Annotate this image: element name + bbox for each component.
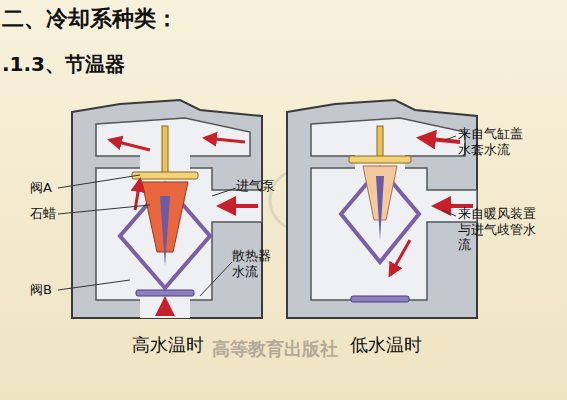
part-label: 阀A xyxy=(30,180,70,196)
leader-line xyxy=(58,205,150,214)
upper-passage xyxy=(311,118,465,156)
valve-b-disc xyxy=(351,296,409,302)
flow-arrow xyxy=(135,180,140,210)
push-rod xyxy=(160,196,170,266)
valve-b-frame xyxy=(120,184,210,288)
upper-passage xyxy=(96,118,250,156)
slide-title: 二、冷却系种类： xyxy=(2,6,262,32)
view-caption: 低水温时 xyxy=(350,334,440,356)
leader-line xyxy=(58,175,140,188)
flow-arrow xyxy=(110,140,150,150)
valve-a-stem xyxy=(162,126,168,176)
part-label: 阀B xyxy=(30,282,70,298)
flow-arrow xyxy=(220,204,258,208)
valve-b-disc xyxy=(136,290,194,296)
thermostat-high xyxy=(72,100,262,318)
valve-a-stem xyxy=(377,126,383,160)
thermostat-low xyxy=(287,100,477,318)
flow-arrow xyxy=(420,138,460,142)
flow-label: 散热器 水流 xyxy=(232,248,278,279)
part-label: 石蜡 xyxy=(30,206,70,222)
push-rod xyxy=(376,176,384,240)
valve-b-frame xyxy=(341,168,419,262)
lower-chamber xyxy=(311,168,477,300)
housing xyxy=(72,100,262,318)
bottom-inlet xyxy=(140,298,190,318)
part-label: 进气泵 xyxy=(236,178,286,194)
flow-arrow xyxy=(390,240,410,275)
section-heading: .1.3、节温器 xyxy=(2,52,222,76)
housing xyxy=(287,100,477,318)
valve-a-disc xyxy=(349,156,411,163)
flow-arrow xyxy=(163,300,167,316)
leader-line xyxy=(442,210,456,216)
leader-line xyxy=(58,280,130,290)
leader-line xyxy=(212,188,236,196)
leader-line xyxy=(445,136,456,140)
flow-arrow xyxy=(205,138,245,142)
flow-label: 来自气缸盖 水套水流 xyxy=(458,126,532,157)
leader-line xyxy=(200,262,232,296)
watermark: 高等教育出版社 xyxy=(212,338,348,360)
flow-label: 来自暖风装置 与进气歧管水 流 xyxy=(458,206,542,253)
view-caption: 高水温时 xyxy=(132,334,222,356)
valve-a-disc xyxy=(132,172,198,179)
